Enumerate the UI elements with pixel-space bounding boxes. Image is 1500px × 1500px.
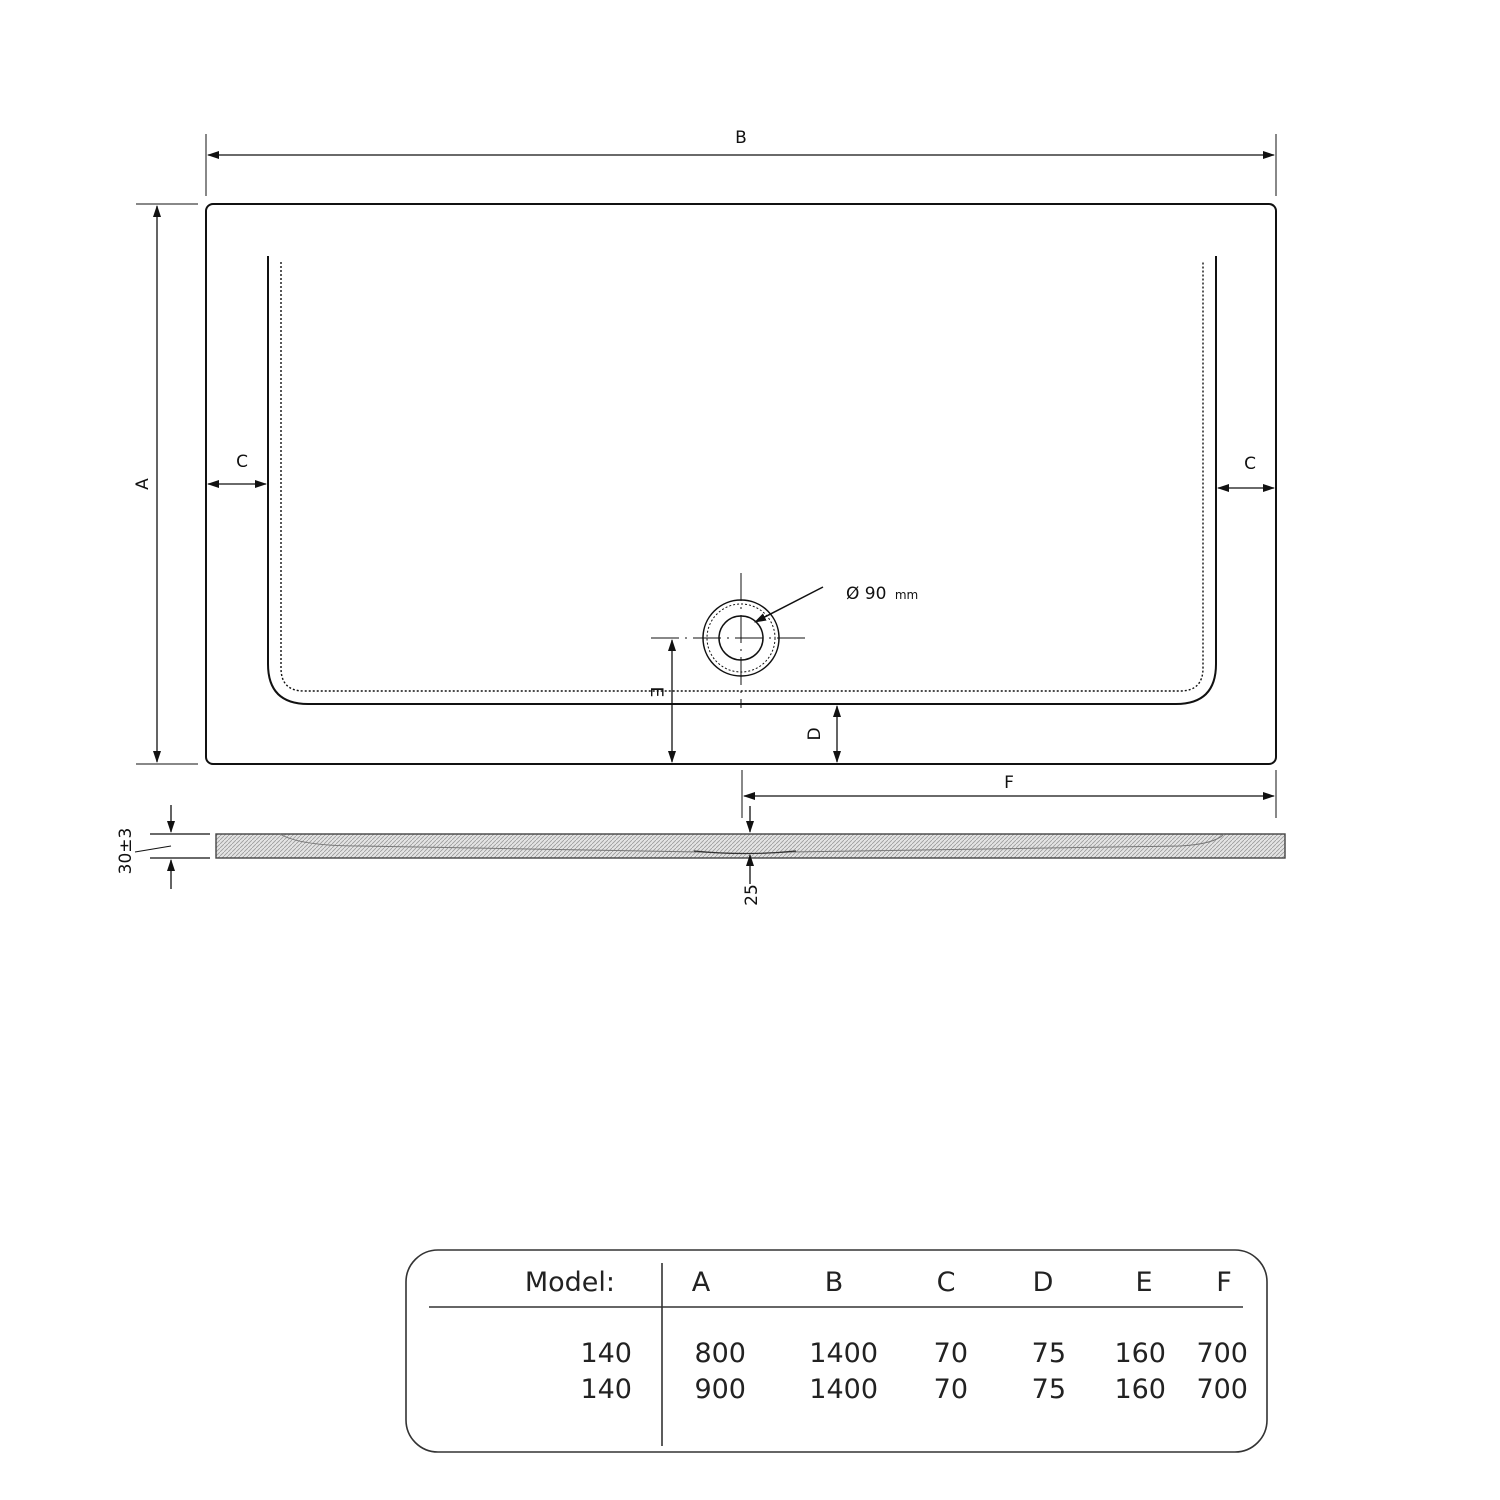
table-model-header: Model:: [525, 1267, 615, 1298]
label-waste-size: Ø 90: [846, 584, 886, 604]
table-cell-model: 140: [580, 1338, 632, 1369]
table-cell-e: 160: [1114, 1338, 1166, 1369]
table-header-a: A: [692, 1267, 711, 1298]
table-cell-model: 140: [580, 1374, 632, 1405]
top-view: [136, 134, 1277, 818]
table-cell-d: 75: [1032, 1338, 1066, 1369]
inner-upstand: [267, 256, 1217, 705]
label-d: D: [805, 727, 825, 740]
label-waste: Ø 90 mm: [846, 584, 918, 604]
label-f: F: [1004, 773, 1014, 793]
label-depth: 25: [742, 884, 762, 906]
waste-leader: [754, 586, 824, 623]
label-c-right: C: [1244, 454, 1256, 474]
table-cell-c: 70: [934, 1374, 968, 1405]
thk-leader: [134, 845, 172, 853]
table-header-b: B: [825, 1267, 844, 1298]
label-thickness: 30±3: [116, 828, 136, 875]
side-view: [134, 805, 1286, 889]
table-cell-f: 700: [1196, 1338, 1248, 1369]
table-cell-e: 160: [1114, 1374, 1166, 1405]
tray-outline: [205, 203, 1277, 765]
table-cell-b: 1400: [809, 1338, 878, 1369]
table-row: 140 800 1400 70 75 160 700: [580, 1338, 1248, 1369]
inner-upstand-dotted: [280, 262, 1204, 692]
table-header-d: D: [1033, 1267, 1054, 1298]
label-a: A: [133, 478, 153, 490]
table-cell-a: 900: [694, 1374, 746, 1405]
dimension-table: Model: A B C D E F 140 800 1400 70 75 16…: [405, 1249, 1268, 1453]
label-c-left: C: [236, 452, 248, 472]
table-cell-c: 70: [934, 1338, 968, 1369]
table-header-f: F: [1216, 1267, 1232, 1298]
side-slope-lower: [693, 850, 797, 855]
table-header-e: E: [1135, 1267, 1152, 1298]
table-cell-f: 700: [1196, 1374, 1248, 1405]
table-cell-a: 800: [694, 1338, 746, 1369]
table-header-c: C: [937, 1267, 956, 1298]
table-cell-d: 75: [1032, 1374, 1066, 1405]
table-row: 140 900 1400 70 75 160 700: [580, 1374, 1248, 1405]
table-cell-b: 1400: [809, 1374, 878, 1405]
label-b: B: [735, 128, 747, 148]
label-waste-unit: mm: [895, 588, 918, 602]
label-e: E: [646, 687, 666, 698]
table-frame: [405, 1249, 1268, 1453]
